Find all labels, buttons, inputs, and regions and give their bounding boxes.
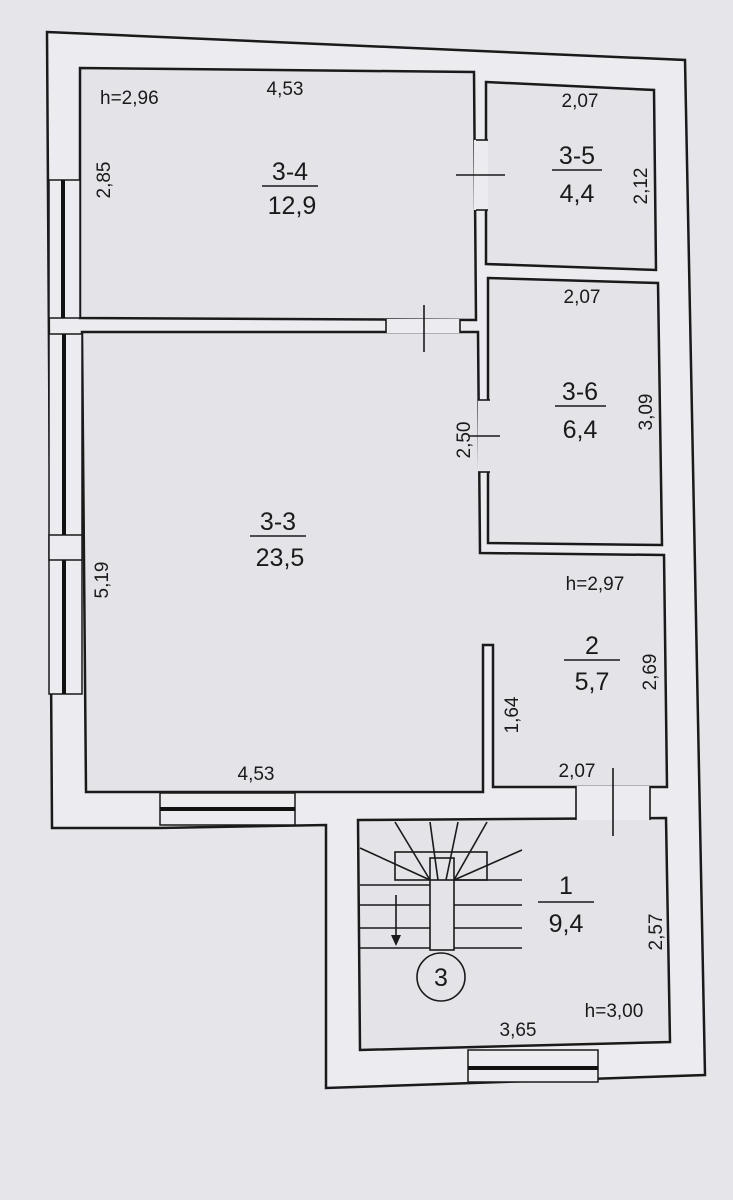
windows — [48, 179, 599, 1083]
room-2-stub-wall: 1,64 — [502, 696, 523, 733]
room-2-height: h=2,97 — [566, 574, 625, 595]
room-3-4-area: 12,9 — [268, 192, 317, 220]
room-1-width: 3,65 — [500, 1020, 537, 1041]
stair-arrow-icon — [391, 935, 401, 946]
room-2-area: 5,7 — [575, 668, 610, 696]
room-3-6-depth: 3,09 — [636, 394, 657, 431]
room-1-area: 9,4 — [549, 910, 584, 938]
room-3-4-height: h=2,96 — [100, 88, 159, 109]
room-3-5-width: 2,07 — [562, 91, 599, 112]
doors — [385, 139, 651, 836]
room-3-5-id: 3-5 — [559, 142, 595, 170]
room-3-5-area: 4,4 — [560, 180, 595, 208]
room-3-4-depth: 2,85 — [94, 162, 115, 199]
room-3-6-width: 2,07 — [564, 287, 601, 308]
room-3-4-width: 4,53 — [267, 79, 304, 100]
room-1 — [356, 816, 672, 1052]
room-1-id: 1 — [559, 872, 573, 900]
room-3-4-id: 3-4 — [272, 158, 308, 186]
stair-marker: 3 — [434, 964, 448, 992]
room-3-6-area: 6,4 — [563, 416, 598, 444]
room-1-height: h=3,00 — [585, 1001, 644, 1022]
room-1-depth: 2,57 — [646, 914, 667, 951]
room-3-6-door-wall: 2,50 — [454, 422, 475, 459]
room-3-3-depth: 5,19 — [92, 562, 113, 599]
room-3-3-and-2 — [80, 330, 669, 794]
room-3-3-area: 23,5 — [256, 544, 305, 572]
room-2-depth: 2,69 — [640, 654, 661, 691]
room-3-5-depth: 2,12 — [631, 168, 652, 205]
staircase: 3 — [359, 821, 523, 1002]
room-3-3-id: 3-3 — [260, 508, 296, 536]
stair-marker-circle — [416, 952, 466, 1002]
room-3-3-width: 4,53 — [238, 764, 275, 785]
room-2-width: 2,07 — [559, 761, 596, 782]
room-3-6-id: 3-6 — [562, 378, 598, 406]
room-2-id: 2 — [585, 632, 599, 660]
